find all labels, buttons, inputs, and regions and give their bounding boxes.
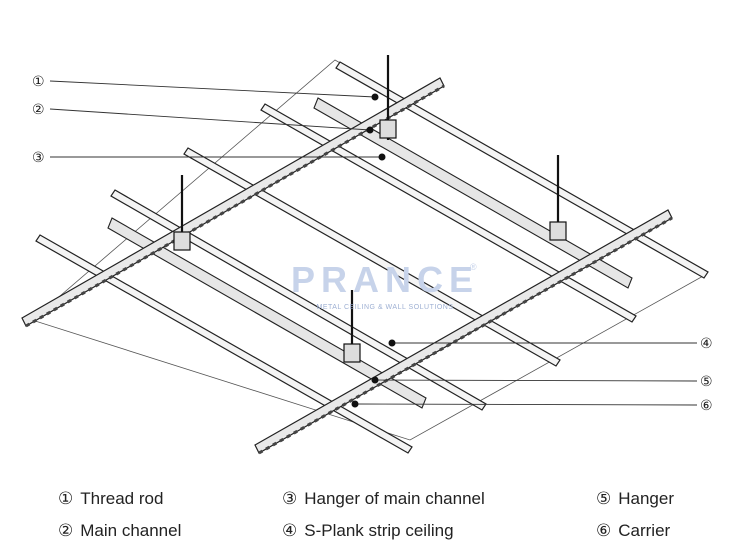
s-plank-strip [183, 147, 561, 367]
legend-item-4: ④ S-Plank strip ceiling [282, 521, 454, 541]
carriers [21, 77, 673, 455]
carrier [21, 77, 445, 328]
callout-marker-4: ④ [700, 336, 713, 352]
callout-marker-3: ③ [32, 150, 45, 166]
s-plank-strip [260, 103, 637, 323]
legend-num-2: ② [58, 521, 74, 541]
callout-marker-6: ⑥ [700, 398, 713, 414]
s-plank-strip [35, 234, 413, 454]
legend-label-5: Hanger [618, 489, 675, 508]
hangers [173, 119, 567, 363]
legend-item-5: ⑤ Hanger [596, 489, 674, 509]
legend-label-4: S-Plank strip ceiling [304, 521, 454, 540]
s-plank-strips [35, 61, 709, 454]
carrier [254, 209, 673, 455]
legend-num-1: ① [58, 489, 74, 509]
s-plank-strip [110, 189, 487, 411]
legend-label-6: Carrier [618, 521, 671, 540]
callout-marker-2: ② [32, 102, 45, 118]
legend: ① Thread rod ② Main channel ③ Hanger of mai… [0, 485, 750, 555]
legend-label-1: Thread rod [80, 489, 164, 508]
hanger [549, 221, 567, 241]
callout-marker-1: ① [32, 74, 45, 90]
hanger [379, 119, 397, 139]
legend-num-3: ③ [282, 489, 298, 509]
legend-item-2: ② Main channel [58, 521, 181, 541]
leader-lines [49, 80, 698, 406]
hanger [343, 343, 361, 363]
legend-label-2: Main channel [80, 521, 182, 540]
s-plank-strip [335, 61, 709, 279]
callout-marker-5: ⑤ [700, 374, 713, 390]
legend-item-6: ⑥ Carrier [596, 521, 670, 541]
legend-num-6: ⑥ [596, 521, 612, 541]
legend-num-5: ⑤ [596, 489, 612, 509]
legend-item-1: ① Thread rod [58, 489, 163, 509]
legend-num-4: ④ [282, 521, 298, 541]
leader-dots [351, 93, 396, 408]
hanger [173, 231, 191, 251]
callout-markers: ① ② ③ ④ ⑤ ⑥ [32, 74, 713, 414]
legend-label-3: Hanger of main channel [304, 489, 485, 508]
legend-item-3: ③ Hanger of main channel [282, 489, 485, 509]
